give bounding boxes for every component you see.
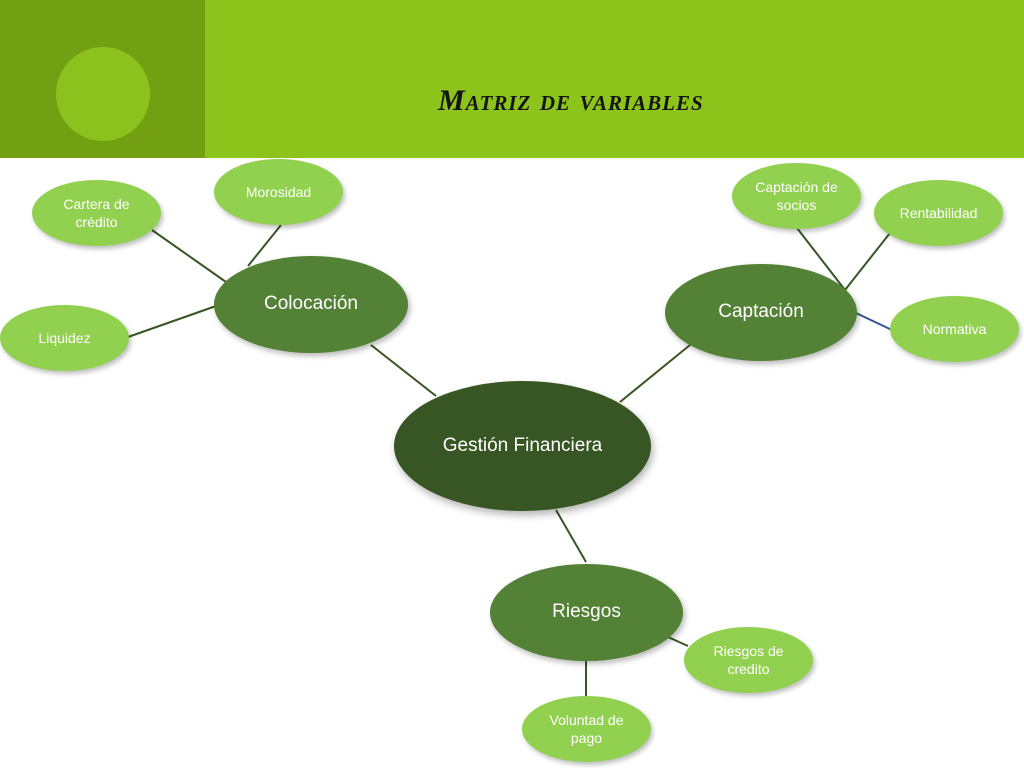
node-morosidad: Morosidad <box>214 159 343 225</box>
node-liquidez: Liquidez <box>0 305 129 371</box>
node-riesgos-de-credito: Riesgos de credito <box>684 627 813 693</box>
connector-center-colocacion <box>370 344 437 397</box>
connector-captacion-rentabilidad <box>844 232 891 291</box>
connector-center-captacion <box>619 344 691 403</box>
node-cartera-de-credito: Cartera de crédito <box>32 180 161 246</box>
connector-captacion-socios <box>796 227 846 291</box>
node-riesgos: Riesgos <box>490 564 683 661</box>
connector-colocacion-cartera <box>151 229 227 283</box>
node-colocacion: Colocación <box>214 256 408 353</box>
node-captacion: Captación <box>665 264 857 361</box>
connector-riesgos-credito <box>667 636 689 647</box>
node-voluntad-de-pago: Voluntad de pago <box>522 696 651 762</box>
node-rentabilidad: Rentabilidad <box>874 180 1003 246</box>
slide-title: Matriz de variables <box>438 84 704 117</box>
header-accent-circle <box>56 47 150 141</box>
connector-colocacion-morosidad <box>247 224 282 267</box>
node-gestion-financiera: Gestión Financiera <box>394 381 651 511</box>
connector-captacion-normativa <box>855 312 893 331</box>
connector-colocacion-liquidez <box>127 305 217 338</box>
connector-center-riesgos <box>555 509 587 563</box>
node-captacion-de-socios: Captación de socios <box>732 163 861 229</box>
node-normativa: Normativa <box>890 296 1019 362</box>
